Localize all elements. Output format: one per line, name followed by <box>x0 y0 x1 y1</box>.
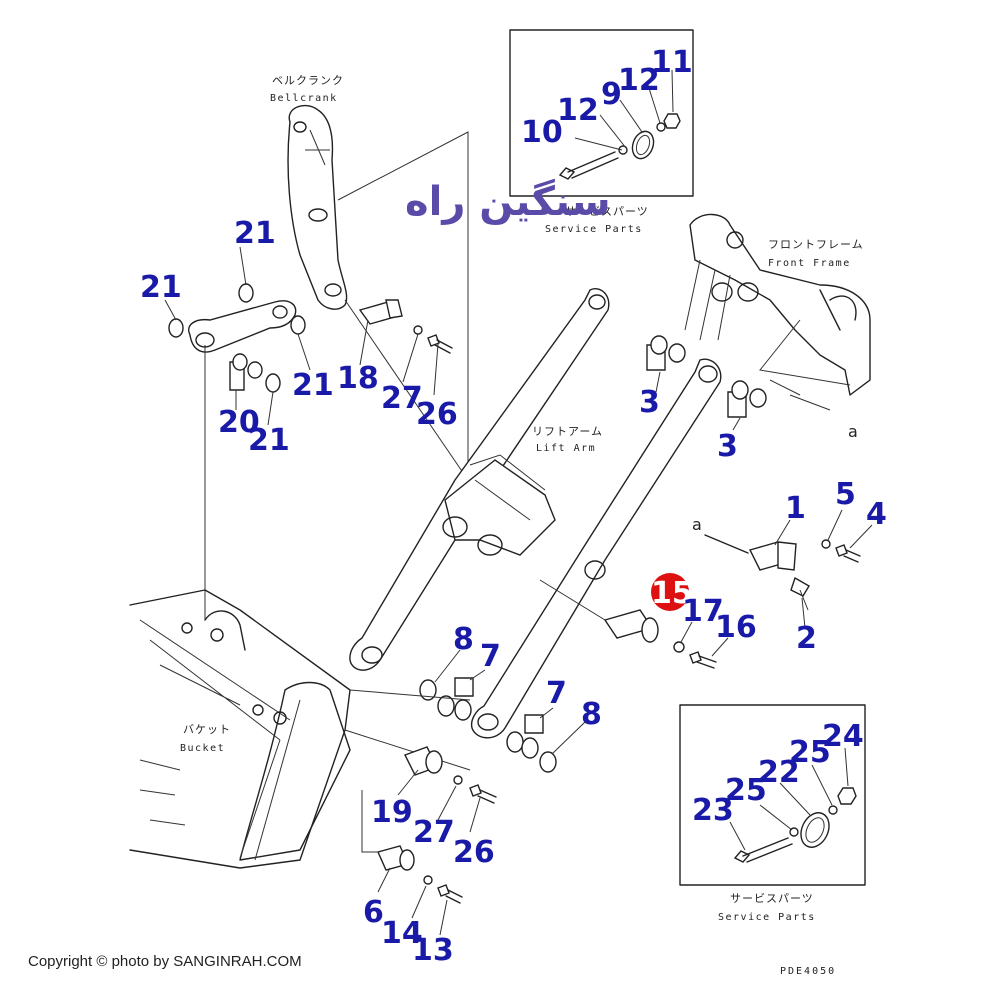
callout-10: 10 <box>521 115 563 150</box>
callout-2: 2 <box>796 621 817 656</box>
callout-26-upper: 26 <box>416 397 458 432</box>
service-parts-label-jp: サービスパーツ <box>565 205 649 218</box>
front-frame: a フロントフレーム Front Frame <box>684 213 871 441</box>
copyright-notice: Copyright © photo by SANGINRAH.COM <box>28 953 302 970</box>
callout-16: 16 <box>715 610 757 645</box>
callout-11: 11 <box>651 45 693 80</box>
callout-25-left: 25 <box>725 773 767 808</box>
callout-23: 23 <box>692 793 734 828</box>
service-parts-box-top: サービスパーツ Service Parts <box>509 29 694 235</box>
callout-12-top-left: 12 <box>557 93 599 128</box>
callout-21-left: 21 <box>140 270 182 305</box>
callout-19: 19 <box>371 795 413 830</box>
callout-17: 17 <box>682 594 724 629</box>
callout-21-lower: 21 <box>248 423 290 458</box>
callout-6: 6 <box>363 895 384 930</box>
front-frame-label-jp: フロントフレーム <box>768 238 864 251</box>
bucket-label-en: Bucket <box>180 743 225 754</box>
lift-arm-label-jp: リフトアーム <box>532 425 603 438</box>
bucket: バケット Bucket <box>129 589 497 936</box>
service-parts-bottom-label-jp: サービスパーツ <box>730 892 814 905</box>
callout-3-upper: 3 <box>639 385 660 420</box>
bucket-label-jp: バケット <box>183 723 231 736</box>
callout-15: 15 <box>651 576 693 611</box>
callout-21-upper: 21 <box>234 216 276 251</box>
lift-arm-label-en: Lift Arm <box>536 443 596 454</box>
callout-13: 13 <box>412 933 454 968</box>
callout-25-right: 25 <box>789 735 831 770</box>
callout-5: 5 <box>835 477 856 512</box>
service-parts-box-bottom: サービスパーツ Service Parts <box>679 704 866 923</box>
callout-22: 22 <box>758 755 800 790</box>
highlight-marker-15 <box>651 573 689 611</box>
callout-3-lower: 3 <box>717 429 738 464</box>
callout-7-right: 7 <box>546 676 567 711</box>
bellcrank-label-jp: ベルクランク <box>272 74 344 87</box>
front-frame-label-en: Front Frame <box>768 258 851 269</box>
callout-20: 20 <box>218 405 260 440</box>
part-number-callouts: 10 12 9 12 11 21 21 21 21 18 27 26 20 3 … <box>140 45 887 968</box>
callout-21-mid: 21 <box>292 368 334 403</box>
service-parts-bottom-label-en: Service Parts <box>718 912 816 923</box>
callout-12-top-right: 12 <box>618 63 660 98</box>
drawing-code: PDE4050 <box>780 966 837 977</box>
callout-4: 4 <box>866 497 887 532</box>
service-parts-label-en: Service Parts <box>545 224 643 235</box>
callout-14: 14 <box>381 916 423 951</box>
bellcrank: ベルクランク Bellcrank <box>164 74 469 620</box>
callout-8-left: 8 <box>453 622 474 657</box>
callout-7-left: 7 <box>480 639 501 674</box>
lift-arm: a リフトアーム Lift <box>349 288 873 773</box>
callout-1: 1 <box>785 491 806 526</box>
sanginrah-watermark: سنگین راه <box>405 178 611 225</box>
callout-26-lower: 26 <box>453 835 495 870</box>
arrow-a-left-label: a <box>692 515 702 534</box>
callout-18: 18 <box>337 361 379 396</box>
callout-27-lower: 27 <box>413 815 455 850</box>
callout-9: 9 <box>601 77 622 112</box>
callout-24: 24 <box>822 719 864 754</box>
callout-27-upper: 27 <box>381 381 423 416</box>
callout-8-right: 8 <box>581 697 602 732</box>
arrow-a-right-label: a <box>848 422 858 441</box>
bellcrank-label-en: Bellcrank <box>270 93 338 104</box>
